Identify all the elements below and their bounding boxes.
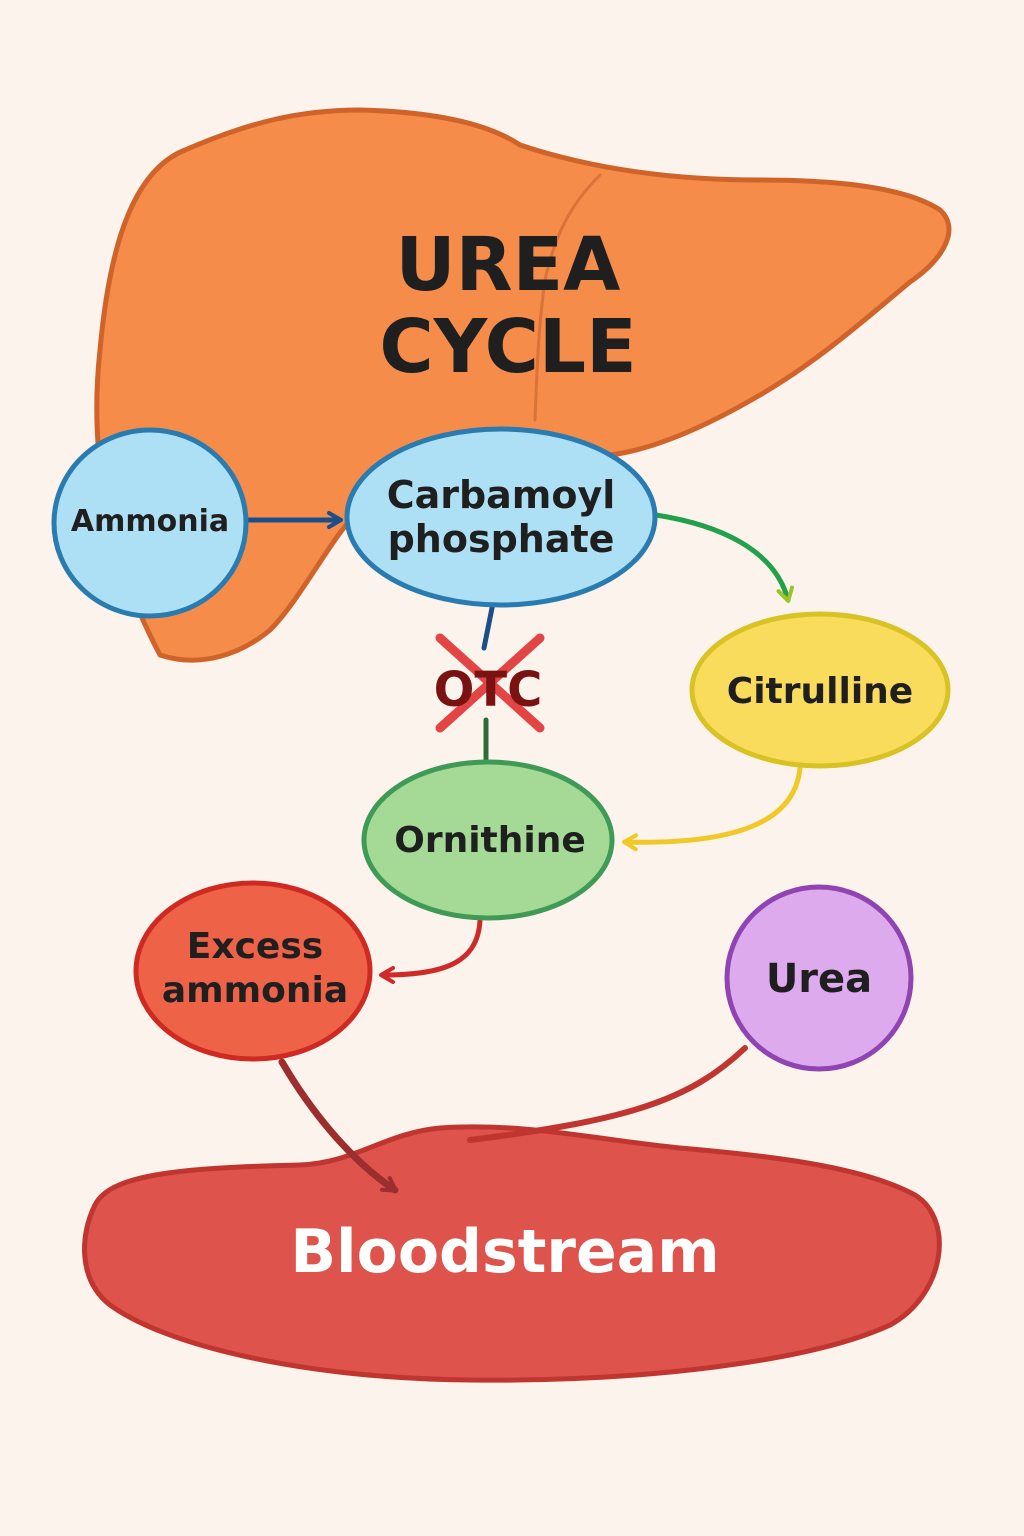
excess-ammonia-node: Excess ammonia (133, 880, 373, 1062)
urea-label: Urea (766, 956, 872, 1002)
carbamoyl-label-line-2: phosphate (388, 517, 615, 561)
carbamoyl-label-line-1: Carbamoyl (387, 473, 616, 517)
arrow-carbamoyl-to-citrulline (653, 512, 794, 603)
ammonia-label: Ammonia (71, 504, 229, 539)
arrow-ornithine-to-excess-ammonia (379, 917, 483, 984)
title-line-1: UREA (396, 222, 621, 308)
urea-node: Urea (724, 884, 914, 1072)
otc-enzyme-label: OTC (434, 662, 543, 718)
excess-ammonia-label-line-1: Excess (187, 926, 323, 967)
citrulline-label: Citrulline (727, 671, 913, 712)
carbamoyl-phosphate-node: Carbamoyl phosphate (344, 426, 658, 608)
ammonia-node: Ammonia (51, 427, 249, 619)
arrow-citrulline-to-ornithine (622, 765, 803, 852)
ornithine-node: Ornithine (361, 759, 615, 921)
otc-blocked-cross-icon (435, 633, 545, 733)
title-line-2: CYCLE (379, 304, 636, 390)
bloodstream-blob (82, 1124, 942, 1383)
ornithine-label: Ornithine (394, 820, 586, 861)
connector-urea-to-bloodstream (467, 1045, 748, 1143)
bloodstream-label: Bloodstream (290, 1217, 719, 1287)
citrulline-node: Citrulline (689, 611, 951, 769)
excess-ammonia-label-line-2: ammonia (162, 970, 348, 1011)
arrow-excess-ammonia-to-bloodstream (278, 1058, 399, 1194)
